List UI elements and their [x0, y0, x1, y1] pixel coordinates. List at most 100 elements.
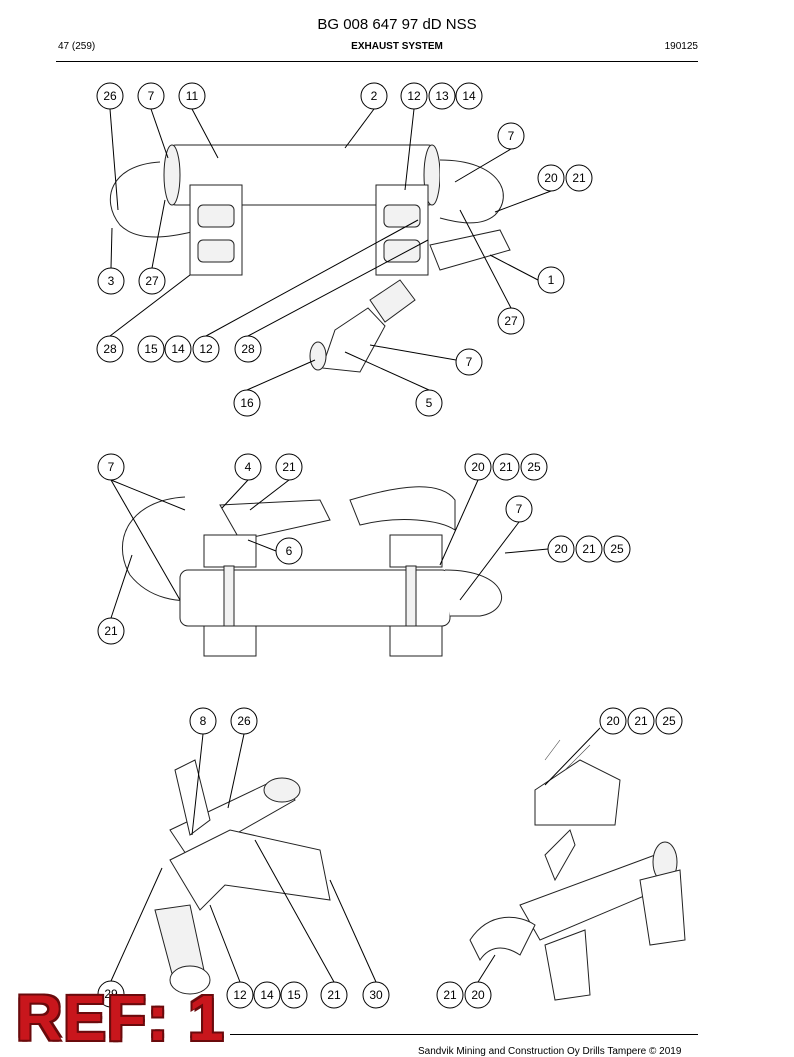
exhaust-detail-upper-right: [534, 739, 621, 826]
header-divider: [56, 61, 698, 62]
part-callout-number: 12: [233, 988, 247, 1002]
part-callout-7: 7: [505, 495, 533, 523]
part-callout-number: 26: [103, 89, 117, 103]
part-callout-number: 25: [527, 460, 541, 474]
part-callout-number: 1: [548, 273, 555, 287]
pipe-flange: [309, 341, 327, 371]
part-callout-21: 21: [575, 535, 603, 563]
document-date: 190125: [664, 41, 698, 52]
part-callout-13: 13: [428, 82, 456, 110]
silencer-end-left: [163, 144, 181, 206]
part-callout-7: 7: [97, 453, 125, 481]
part-callout-21: 21: [492, 453, 520, 481]
part-callout-6: 6: [275, 537, 303, 565]
part-callout-number: 21: [104, 624, 118, 638]
page-number: 47 (259): [58, 41, 96, 52]
part-callout-4: 4: [234, 453, 262, 481]
part-callout-27: 27: [138, 267, 166, 295]
part-callout-20: 20: [464, 453, 492, 481]
part-callout-number: 20: [606, 714, 620, 728]
part-callout-number: 26: [237, 714, 251, 728]
bracket-mid-right-lower: [389, 625, 443, 657]
part-callout-8: 8: [189, 707, 217, 735]
part-callout-14: 14: [253, 981, 281, 1009]
part-callout-7: 7: [455, 348, 483, 376]
part-callout-number: 20: [471, 988, 485, 1002]
part-callout-number: 20: [554, 542, 568, 556]
clamp-band: [223, 565, 235, 627]
part-callout-number: 5: [426, 396, 433, 410]
pipe-iso-top: [544, 829, 576, 882]
part-callout-number: 16: [240, 396, 254, 410]
part-callout-number: 14: [171, 342, 185, 356]
outlet-pipe-top: [321, 307, 386, 373]
part-callout-number: 28: [241, 342, 255, 356]
part-callout-14: 14: [455, 82, 483, 110]
part-callout-number: 13: [435, 89, 449, 103]
part-callout-12: 12: [400, 82, 428, 110]
part-callout-21: 21: [436, 981, 464, 1009]
part-callout-12: 12: [192, 335, 220, 363]
part-callout-28: 28: [96, 335, 124, 363]
part-callout-number: 7: [508, 129, 515, 143]
part-callout-25: 25: [603, 535, 631, 563]
part-callout-number: 21: [572, 171, 586, 185]
bracket-mid-left-upper: [203, 534, 257, 568]
part-callout-number: 7: [148, 89, 155, 103]
flex-hose-mid: [349, 486, 456, 531]
detail-lines: [544, 739, 591, 771]
part-callout-number: 21: [582, 542, 596, 556]
part-callout-number: 21: [499, 460, 513, 474]
part-callout-12: 12: [226, 981, 254, 1009]
part-callout-number: 21: [327, 988, 341, 1002]
part-callout-number: 11: [186, 89, 199, 103]
part-callout-number: 7: [466, 355, 473, 369]
elbow-right-mid: [444, 569, 502, 617]
part-callout-number: 25: [662, 714, 676, 728]
part-callout-2: 2: [360, 82, 388, 110]
bracket-right-slot: [383, 204, 421, 228]
part-callout-3: 3: [97, 267, 125, 295]
hose-end: [169, 965, 211, 995]
part-callout-number: 3: [108, 274, 115, 288]
part-callout-number: 15: [144, 342, 158, 356]
part-callout-number: 21: [443, 988, 457, 1002]
part-callout-11: 11: [178, 82, 206, 110]
part-callout-15: 15: [280, 981, 308, 1009]
footer-divider: [230, 1034, 698, 1035]
part-callout-30: 30: [362, 981, 390, 1009]
part-callout-number: 15: [287, 988, 301, 1002]
inlet-elbow-left: [110, 161, 201, 238]
exhaust-assembly-middle: [121, 486, 502, 657]
outlet-elbow-right: [439, 159, 504, 224]
part-callout-number: 7: [108, 460, 115, 474]
exhaust-pipe: [429, 229, 511, 271]
part-callout-number: 7: [516, 502, 523, 516]
part-callout-number: 8: [200, 714, 207, 728]
ref-stamp: REF: 1: [16, 982, 225, 1054]
pipe-opening: [263, 777, 301, 803]
part-callout-number: 27: [145, 274, 159, 288]
bracket-mid-right-upper: [389, 534, 443, 568]
bracket-iso-left: [544, 929, 591, 1001]
part-callout-20: 20: [464, 981, 492, 1009]
part-callout-number: 30: [369, 988, 383, 1002]
part-callout-16: 16: [233, 389, 261, 417]
exhaust-assembly-top: [110, 144, 511, 373]
section-title: EXHAUST SYSTEM: [351, 41, 443, 52]
part-callout-21: 21: [97, 617, 125, 645]
part-callout-5: 5: [415, 389, 443, 417]
part-callout-15: 15: [137, 335, 165, 363]
part-callout-7: 7: [497, 122, 525, 150]
clamp-band: [405, 565, 417, 627]
part-callout-26: 26: [230, 707, 258, 735]
part-callout-25: 25: [520, 453, 548, 481]
bracket-right-slot: [383, 239, 421, 263]
part-callout-number: 12: [199, 342, 213, 356]
diagonal-pipe: [169, 779, 296, 861]
document-title: BG 008 647 97 dD NSS: [317, 16, 477, 33]
leader-lines: [109, 108, 601, 983]
exhaust-assembly-bottom-left: [154, 759, 331, 995]
frame-bracket: [169, 829, 331, 911]
